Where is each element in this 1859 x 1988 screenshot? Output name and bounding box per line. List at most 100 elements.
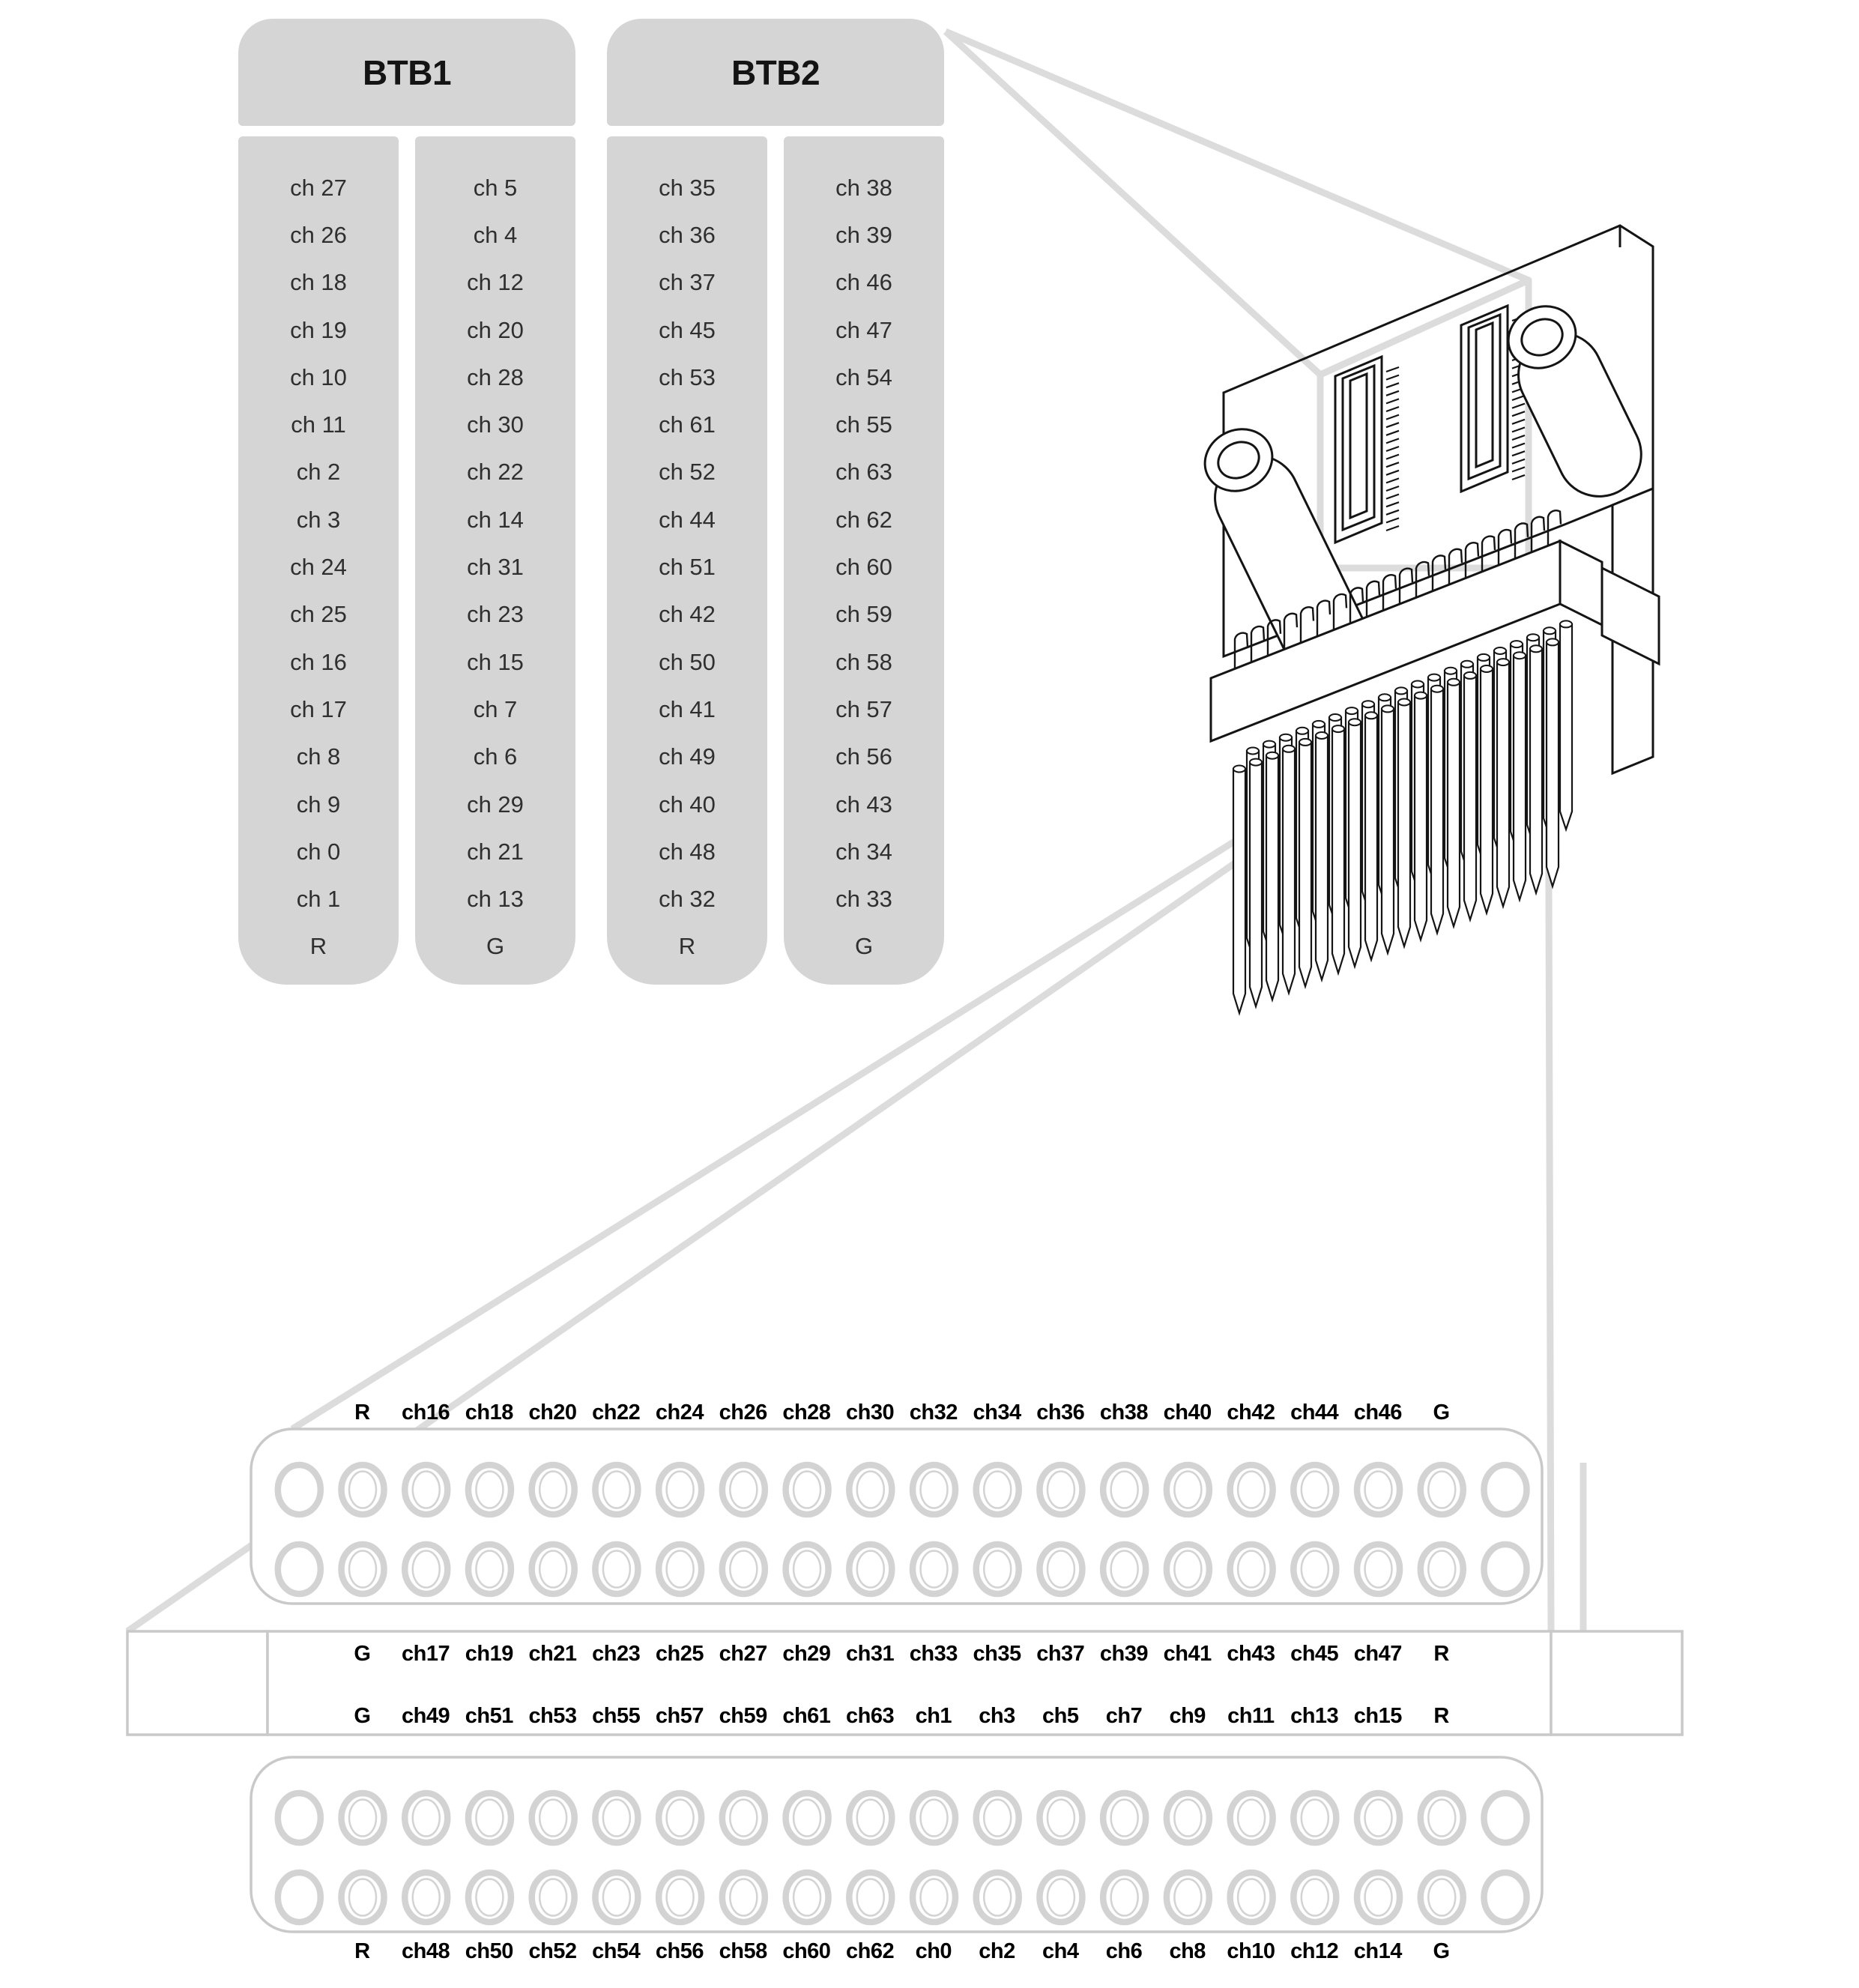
channel-cell: ch 56 <box>835 743 892 770</box>
pin-label: ch16 <box>402 1400 450 1424</box>
pin-label: ch27 <box>719 1641 768 1666</box>
pin-label: R <box>1433 1703 1449 1728</box>
channel-cell: ch 13 <box>467 886 524 913</box>
pin-label: ch5 <box>1042 1703 1079 1728</box>
channel-cell: ch 28 <box>467 363 524 390</box>
pin-label: ch44 <box>1290 1400 1339 1424</box>
pin-label: ch9 <box>1169 1703 1206 1728</box>
pin-label: ch26 <box>719 1400 768 1424</box>
channel-cell: ch 26 <box>290 221 347 248</box>
channel-cell: G <box>486 933 505 960</box>
channel-cell: ch 35 <box>659 174 716 201</box>
pin-label: ch30 <box>846 1400 895 1424</box>
pin-label: ch29 <box>782 1641 831 1666</box>
channel-cell: ch 60 <box>835 554 892 581</box>
channel-cell: ch 24 <box>290 554 347 581</box>
channel-cell: ch 29 <box>467 791 524 818</box>
channel-cell: ch 46 <box>835 269 892 296</box>
band-main <box>266 1630 1553 1736</box>
channel-cell: ch 23 <box>467 601 524 628</box>
pin-label: R <box>354 1939 370 1963</box>
channel-cell: ch 15 <box>467 648 524 675</box>
iso-btb-slot-2 <box>1460 303 1509 494</box>
channel-cell: ch 10 <box>290 363 347 390</box>
pin-label: ch10 <box>1227 1939 1275 1963</box>
channel-cell: ch 40 <box>659 791 716 818</box>
channel-cell: ch 42 <box>659 601 716 628</box>
pin-map <box>126 1427 1684 1933</box>
pin-label: ch34 <box>973 1400 1021 1424</box>
channel-cell: ch 58 <box>835 648 892 675</box>
pin-label: R <box>1433 1641 1449 1666</box>
band-left-box <box>126 1630 269 1736</box>
iso-mount-cylinder-right <box>1507 305 1642 498</box>
iso-pin-rows <box>1232 620 1574 1016</box>
channel-cell: ch 55 <box>835 411 892 438</box>
channel-cell: ch 8 <box>296 743 341 770</box>
pin-label: ch58 <box>719 1939 768 1963</box>
pin-label: ch48 <box>402 1939 450 1963</box>
pin-label: ch61 <box>782 1703 831 1728</box>
channel-cell: G <box>854 933 874 960</box>
pin-label: ch36 <box>1036 1400 1085 1424</box>
pin-label: ch53 <box>528 1703 577 1728</box>
channel-cell: ch 16 <box>290 648 347 675</box>
pin-label: ch47 <box>1353 1641 1403 1666</box>
pin-label: ch17 <box>402 1641 450 1666</box>
pin-label: ch55 <box>592 1703 641 1728</box>
pin-label: ch25 <box>655 1641 704 1666</box>
leader-tables-to-board-upper <box>944 28 1530 284</box>
channel-cell: ch 53 <box>659 363 716 390</box>
channel-cell: ch 6 <box>473 743 518 770</box>
channel-cell: ch 4 <box>473 221 518 248</box>
pin-label: ch20 <box>528 1400 577 1424</box>
channel-cell: ch 12 <box>467 269 524 296</box>
pin-label: ch24 <box>655 1400 704 1424</box>
pin-label: ch35 <box>973 1641 1021 1666</box>
pin-label: ch8 <box>1169 1939 1206 1963</box>
pin-label: ch15 <box>1353 1703 1403 1728</box>
pin-label: ch49 <box>402 1703 450 1728</box>
iso-board-outline <box>1222 224 1654 659</box>
channel-cell: ch 50 <box>659 648 716 675</box>
pin-label: ch1 <box>915 1703 952 1728</box>
pin-label: ch28 <box>782 1400 831 1424</box>
pin-label: ch60 <box>782 1939 831 1963</box>
pin-label: ch41 <box>1163 1641 1212 1666</box>
channel-cell: ch 47 <box>835 316 892 343</box>
channel-cell: ch 14 <box>467 506 524 533</box>
channel-cell: ch 22 <box>467 459 524 486</box>
pin-label: ch22 <box>592 1400 641 1424</box>
channel-cell: ch 51 <box>659 554 716 581</box>
channel-cell: ch 30 <box>467 411 524 438</box>
channel-cell: ch 61 <box>659 411 716 438</box>
pin-label: ch43 <box>1227 1641 1275 1666</box>
pin-label: G <box>354 1641 371 1666</box>
band-right-box <box>1550 1630 1684 1736</box>
channel-cell: ch 20 <box>467 316 524 343</box>
pin-label: ch33 <box>909 1641 958 1666</box>
channel-cell: ch 9 <box>296 791 341 818</box>
channel-cell: ch 3 <box>296 506 341 533</box>
channel-cell: ch 0 <box>296 838 341 865</box>
pin-label: G <box>354 1703 371 1728</box>
channel-cell: ch 38 <box>835 174 892 201</box>
channel-cell: ch 45 <box>659 316 716 343</box>
pin-label: G <box>1433 1400 1451 1424</box>
channel-cell: ch 63 <box>835 459 892 486</box>
pin-label: ch14 <box>1353 1939 1403 1963</box>
pin-label: ch59 <box>719 1703 768 1728</box>
channel-cell: R <box>678 933 696 960</box>
pin-label: ch51 <box>465 1703 514 1728</box>
pin-label: ch7 <box>1105 1703 1143 1728</box>
channel-cell: ch 39 <box>835 221 892 248</box>
pin-label: ch63 <box>846 1703 895 1728</box>
